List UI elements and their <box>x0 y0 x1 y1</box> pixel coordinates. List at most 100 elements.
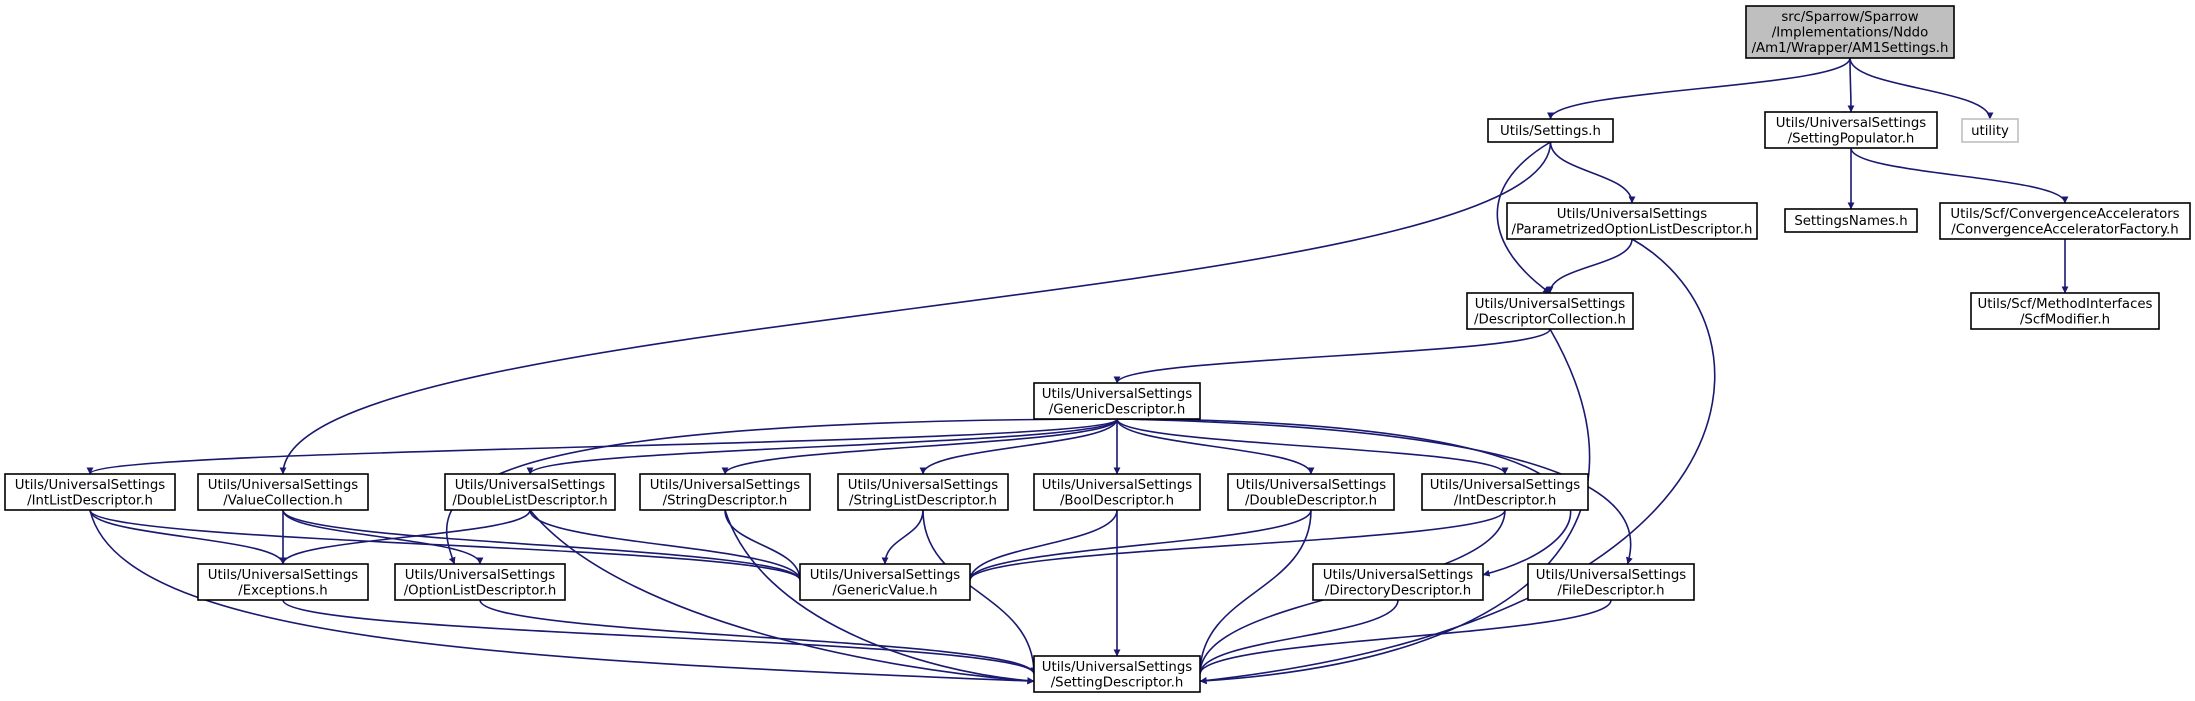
edge-settings-to-parametrized <box>1549 141 1636 204</box>
edge-line <box>445 418 1118 565</box>
node-box <box>1970 292 2160 330</box>
node-label-line: /GenericValue.h <box>832 583 937 598</box>
edge-line <box>1496 141 1551 294</box>
node-box <box>1227 473 1395 511</box>
edge-stringlist-to-genericvalue <box>881 509 924 565</box>
node-doubledesc[interactable]: Utils/UniversalSettings/DoubleDescriptor… <box>1227 473 1395 511</box>
node-label-line: Utils/UniversalSettings <box>1776 116 1926 131</box>
node-box <box>1033 473 1201 511</box>
node-label-line: /FileDescriptor.h <box>1557 583 1664 598</box>
node-exceptions[interactable]: Utils/UniversalSettings/Exceptions.h <box>197 563 369 601</box>
node-label-line: Utils/UniversalSettings <box>1430 478 1580 493</box>
node-parametrized[interactable]: Utils/UniversalSettings/ParametrizedOpti… <box>1506 202 1758 240</box>
edge-line <box>724 509 804 581</box>
edge-genericdescriptor-to-intdesc <box>1116 418 1509 475</box>
node-stringdesc[interactable]: Utils/UniversalSettings/StringDescriptor… <box>639 473 811 511</box>
edge-filedesc-to-settingdescriptor <box>1196 599 1612 675</box>
node-label-line: /IntListDescriptor.h <box>27 493 153 508</box>
edge-line <box>529 509 1035 685</box>
node-label-line: Utils/UniversalSettings <box>405 568 555 583</box>
node-settings[interactable]: Utils/Settings.h <box>1487 118 1614 143</box>
node-valuecollection[interactable]: Utils/UniversalSettings/ValueCollection.… <box>197 473 369 511</box>
edge-line <box>919 418 1118 475</box>
edge-genericdescriptor-to-doublelist <box>526 418 1118 475</box>
edge-line <box>1850 147 2069 204</box>
edge-line <box>881 509 924 565</box>
edge-line <box>1849 57 1994 120</box>
node-am1settings[interactable]: src/Sparrow/Sparrow/Implementations/Nddo… <box>1745 5 1955 59</box>
node-label-line: Utils/Settings.h <box>1500 124 1601 139</box>
node-box <box>394 563 566 601</box>
node-label-line: Utils/UniversalSettings <box>208 568 358 583</box>
node-convfactory[interactable]: Utils/Scf/ConvergenceAccelerators/Conver… <box>1939 202 2191 240</box>
node-settingpopulator[interactable]: Utils/UniversalSettings/SettingPopulator… <box>1764 111 1938 149</box>
node-label-line: Utils/UniversalSettings <box>15 478 165 493</box>
node-label-line: /ParametrizedOptionListDescriptor.h <box>1512 222 1753 237</box>
node-label-line: /DescriptorCollection.h <box>1474 312 1626 327</box>
edge-doubledesc-to-genericvalue <box>966 509 1312 581</box>
node-doublelist[interactable]: Utils/UniversalSettings/DoubleListDescri… <box>444 473 616 511</box>
node-label-line: src/Sparrow/Sparrow <box>1781 10 1918 25</box>
node-descriptorcollection[interactable]: Utils/UniversalSettings/DescriptorCollec… <box>1466 292 1634 330</box>
node-booldesc[interactable]: Utils/UniversalSettings/BoolDescriptor.h <box>1033 473 1201 511</box>
node-intdesc[interactable]: Utils/UniversalSettings/IntDescriptor.h <box>1421 473 1589 511</box>
edge-line <box>724 509 1035 685</box>
edge-line <box>529 509 804 581</box>
node-genericdescriptor[interactable]: Utils/UniversalSettings/GenericDescripto… <box>1033 382 1201 420</box>
edge-parametrized-to-settingdescriptor <box>1199 238 1716 684</box>
edge-line <box>721 418 1118 475</box>
node-directory[interactable]: Utils/UniversalSettings/DirectoryDescrip… <box>1312 563 1484 601</box>
node-label-line: Utils/UniversalSettings <box>1042 478 1192 493</box>
node-optionlist[interactable]: Utils/UniversalSettings/OptionListDescri… <box>394 563 566 601</box>
edges-layer <box>86 57 2069 685</box>
node-box <box>1312 563 1484 601</box>
edge-settings-to-descriptorcollection <box>1496 141 1551 294</box>
node-utility[interactable]: utility <box>1961 118 2019 143</box>
node-settingdescriptor[interactable]: Utils/UniversalSettings/SettingDescripto… <box>1033 655 1201 693</box>
node-label-line: Utils/UniversalSettings <box>848 478 998 493</box>
edge-stringlist-to-settingdescriptor <box>922 509 1038 675</box>
edge-exceptions-to-settingdescriptor <box>282 599 1038 675</box>
node-intlist[interactable]: Utils/UniversalSettings/IntListDescripto… <box>4 473 176 511</box>
node-filedesc[interactable]: Utils/UniversalSettings/FileDescriptor.h <box>1527 563 1695 601</box>
node-settingsnames[interactable]: SettingsNames.h <box>1784 208 1918 233</box>
edge-line <box>1199 238 1716 684</box>
node-box <box>799 563 971 601</box>
node-box <box>1939 202 2191 240</box>
node-stringlist[interactable]: Utils/UniversalSettings/StringListDescri… <box>837 473 1009 511</box>
node-label-line: Utils/UniversalSettings <box>1536 568 1686 583</box>
edge-line <box>1546 238 1633 294</box>
node-label-line: Utils/Scf/ConvergenceAccelerators <box>1950 207 2179 222</box>
edge-line <box>89 509 287 565</box>
edge-genericdescriptor-to-doubledesc <box>1116 418 1315 475</box>
node-box <box>1745 5 1955 59</box>
node-label-line: Utils/UniversalSettings <box>455 478 605 493</box>
node-box <box>197 563 369 601</box>
edge-line <box>1196 509 1312 675</box>
node-label-line: /ScfModifier.h <box>2020 312 2110 327</box>
edge-line <box>282 599 1038 675</box>
node-scfmodifier[interactable]: Utils/Scf/MethodInterfaces/ScfModifier.h <box>1970 292 2160 330</box>
edge-line <box>1547 57 1851 120</box>
edge-booldesc-to-genericvalue <box>966 509 1118 581</box>
node-label-line: /DirectoryDescriptor.h <box>1325 583 1471 598</box>
node-box <box>1421 473 1589 511</box>
edge-line <box>526 418 1118 475</box>
edge-line <box>89 509 804 581</box>
edge-stringdesc-to-settingdescriptor <box>724 509 1035 685</box>
node-label-line: Utils/UniversalSettings <box>1042 660 1192 675</box>
edge-line <box>1113 328 1551 384</box>
node-label-line: Utils/UniversalSettings <box>1475 297 1625 312</box>
edge-line <box>1116 418 1315 475</box>
edge-line <box>1847 57 1855 113</box>
node-label-line: Utils/UniversalSettings <box>1042 387 1192 402</box>
node-genericvalue[interactable]: Utils/UniversalSettings/GenericValue.h <box>799 563 971 601</box>
edge-doublelist-to-genericvalue <box>529 509 804 581</box>
node-label-line: /SettingDescriptor.h <box>1051 675 1184 690</box>
edge-settingpopulator-to-convfactory <box>1850 147 2069 204</box>
edge-genericdescriptor-to-stringlist <box>919 418 1118 475</box>
edge-line <box>1196 599 1612 675</box>
node-label-line: /BoolDescriptor.h <box>1060 493 1174 508</box>
edge-valuecollection-to-optionlist <box>282 509 484 565</box>
